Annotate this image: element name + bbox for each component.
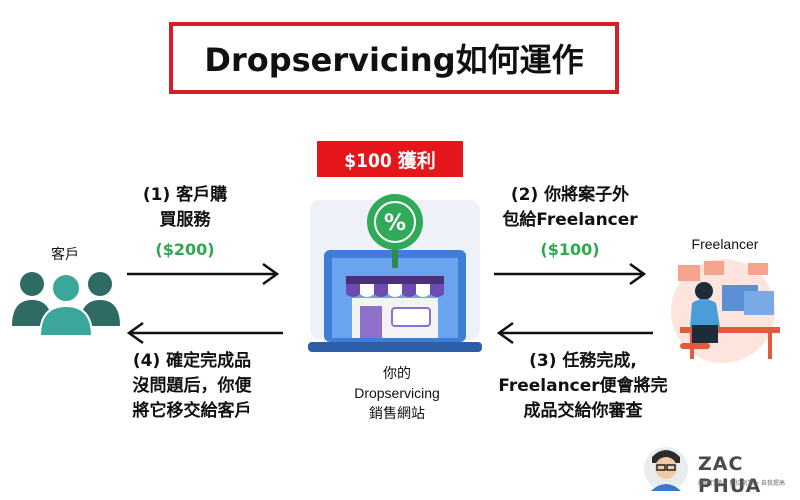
profit-banner-text: $100 獲利 <box>344 149 436 172</box>
center-label: 你的 Dropservicing 銷售網站 <box>322 363 472 423</box>
customer-label: 客戶 <box>51 246 79 262</box>
step-2-line-1: (2) 你將案子外 <box>510 185 630 205</box>
page-title: Dropservicing如何運作 <box>204 41 584 79</box>
brand-tagline: 網絡行銷 » 數位創業 » 自我提高 <box>698 480 785 487</box>
brand-name: ZAC PHUA <box>698 453 762 497</box>
center-label-line-1: 你的 <box>383 365 411 381</box>
step-4-text: (4) 確定完成品 沒問題后，你便 將它移交給客戶 <box>102 349 282 424</box>
step-4-line-1: (4) 確定完成品 <box>132 351 252 371</box>
center-label-line-2: Dropservicing <box>354 385 440 401</box>
step-2-amount: ($100) <box>540 240 600 259</box>
online-store-laptop-icon: % <box>308 194 482 352</box>
step-3-text: (3) 任務完成, Freelancer便會將完 成品交給你審查 <box>488 349 678 424</box>
customers-icon <box>12 272 120 337</box>
arrow-store-to-customer <box>126 321 283 345</box>
step-3-line-1: (3) 任務完成, <box>529 351 637 371</box>
page-title-box: Dropservicing如何運作 <box>169 22 619 94</box>
center-label-line-3: 銷售網站 <box>369 405 425 421</box>
step-2-line-2: 包給Freelancer <box>502 210 638 230</box>
step-1-amount: ($200) <box>155 240 215 259</box>
step-2-text: (2) 你將案子外 包給Freelancer ($100) <box>495 183 645 262</box>
arrow-freelancer-to-store <box>496 321 653 345</box>
svg-text:%: % <box>384 211 406 236</box>
arrow-customer-to-store <box>127 262 280 286</box>
arrow-store-to-freelancer <box>494 262 647 286</box>
step-4-line-2: 沒問題后，你便 <box>132 376 252 396</box>
step-3-line-3: 成品交給你審查 <box>523 401 643 421</box>
freelancer-label: Freelancer <box>691 236 759 252</box>
freelancer-workstation-icon <box>671 259 780 363</box>
step-1-line-1: (1) 客戶購 <box>142 185 228 205</box>
zac-phua-avatar-icon <box>644 447 688 491</box>
step-3-line-2: Freelancer便會將完 <box>498 376 668 396</box>
step-4-line-3: 將它移交給客戶 <box>132 401 252 421</box>
step-1-line-2: 買服務 <box>159 210 211 230</box>
step-1-text: (1) 客戶購 買服務 ($200) <box>130 183 240 262</box>
profit-banner: $100 獲利 <box>317 141 463 177</box>
